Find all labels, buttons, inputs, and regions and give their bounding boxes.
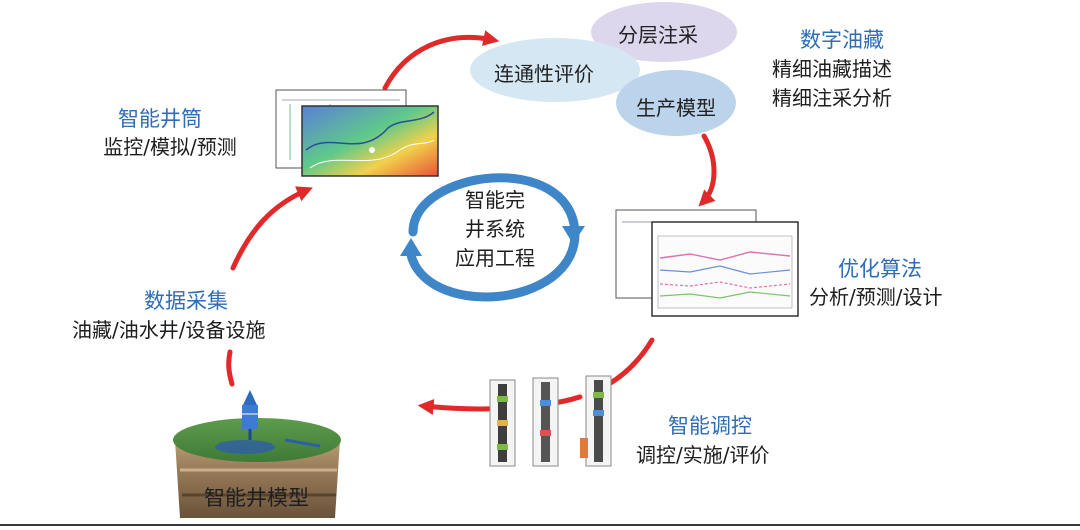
bubble-production-model bbox=[616, 70, 736, 136]
smart-control-desc: 调控/实施/评价 bbox=[636, 443, 770, 467]
digital-reservoir-line-2: 精细注采分析 bbox=[772, 86, 892, 110]
center-line-3: 应用工程 bbox=[455, 246, 535, 270]
well-model-label: 智能井模型 bbox=[204, 486, 309, 510]
bubble-connectivity-label: 连通性评价 bbox=[494, 62, 594, 86]
arrow-to-optimization bbox=[698, 133, 717, 207]
smart-control-title: 智能调控 bbox=[668, 414, 752, 438]
well-model-graphic bbox=[173, 390, 341, 518]
center-cycle bbox=[400, 173, 585, 302]
smart-wellbore-desc: 监控/模拟/预测 bbox=[103, 135, 237, 159]
center-cycle-label: 智能完 井系统 应用工程 bbox=[440, 186, 550, 273]
data-collection-title: 数据采集 bbox=[144, 289, 228, 313]
optimization-desc: 分析/预测/设计 bbox=[809, 285, 943, 309]
digital-reservoir-title: 数字油藏 bbox=[800, 28, 884, 52]
optimization-screens bbox=[615, 209, 799, 317]
bubble-production-model-label: 生产模型 bbox=[636, 96, 716, 120]
data-collection-desc: 油藏/油水井/设备设施 bbox=[72, 318, 266, 342]
arrow-to-collection bbox=[230, 186, 313, 271]
bottom-border bbox=[0, 524, 1080, 526]
optimization-title: 优化算法 bbox=[838, 257, 922, 281]
digital-reservoir-line-1: 精细油藏描述 bbox=[772, 57, 892, 81]
center-line-1: 智能完 bbox=[465, 188, 525, 212]
well-control-columns bbox=[489, 375, 612, 467]
bubble-layered-label: 分层注采 bbox=[618, 23, 698, 47]
arrow-from-model bbox=[226, 349, 235, 387]
smart-wellbore-title: 智能井筒 bbox=[118, 107, 202, 131]
reservoir-screens bbox=[275, 89, 439, 177]
center-line-2: 井系统 bbox=[465, 217, 525, 241]
bubbles bbox=[470, 2, 737, 136]
bubble-connectivity bbox=[470, 38, 640, 102]
arrow-to-reservoir bbox=[382, 30, 500, 91]
bubble-layered bbox=[591, 2, 737, 62]
